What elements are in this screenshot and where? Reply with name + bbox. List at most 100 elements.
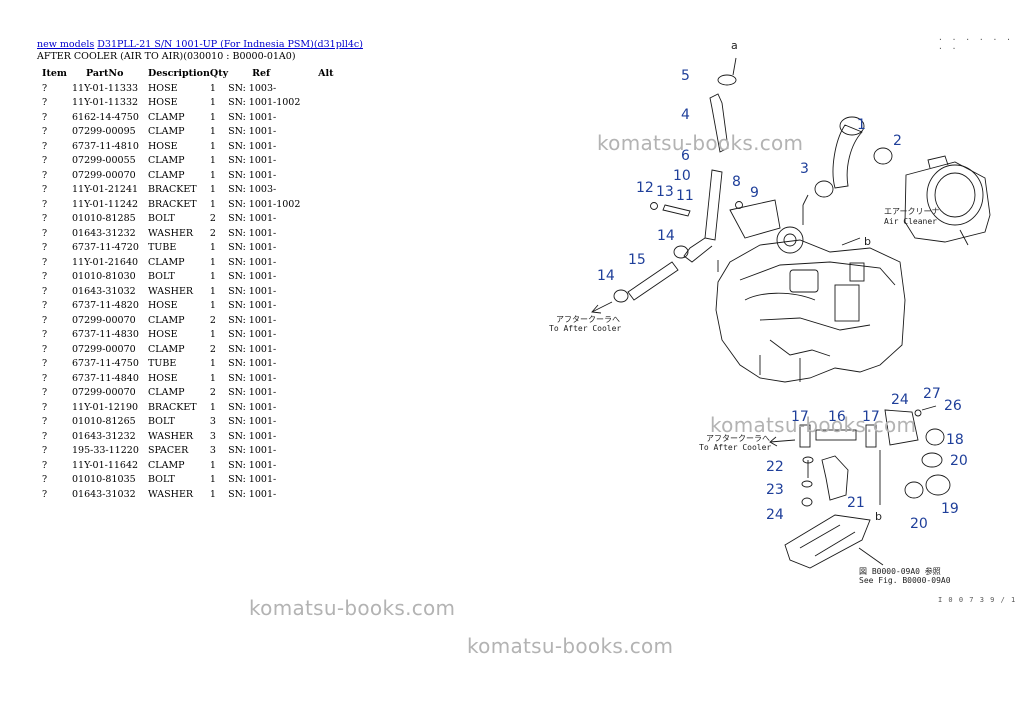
cell-item: ? [42, 459, 48, 471]
cell-description: BOLT [148, 416, 175, 428]
cell-qty: 1 [209, 300, 216, 312]
cell-alt [318, 328, 348, 343]
breadcrumb-link-new-models[interactable]: new models [37, 39, 95, 50]
cell-alt [318, 473, 348, 488]
breadcrumb-link-model[interactable]: D31PLL-21 S/N 1001-UP (For Indnesia PSM)… [97, 39, 363, 50]
callout-1: 1 [857, 117, 866, 133]
cell-alt [318, 342, 348, 357]
cell-item: ? [42, 256, 48, 268]
cell-item: ? [42, 169, 48, 181]
callout-11: 11 [676, 188, 694, 204]
cell-description: HOSE [148, 372, 178, 384]
cell-ref: SN: 1001- [228, 416, 277, 428]
cell-qty: 1 [209, 256, 216, 268]
cell-partno: 01643-31232 [72, 430, 136, 442]
cell-qty: 1 [209, 285, 216, 297]
cell-item: ? [42, 126, 48, 138]
callout-5: 5 [681, 68, 690, 84]
cell-qty: 1 [209, 401, 216, 413]
cell-description: CLAMP [148, 169, 185, 181]
cell-partno: 01010-81035 [72, 474, 136, 486]
letter-b-upper: b [864, 235, 871, 248]
cell-alt [318, 458, 348, 473]
watermark: komatsu-books.com [597, 131, 804, 155]
cell-qty: 2 [209, 314, 216, 326]
cell-ref: SN: 1001-1002 [228, 198, 301, 210]
cell-partno: 07299-00095 [72, 126, 136, 138]
callout-18: 18 [946, 432, 964, 448]
column-header-partno: PartNo [86, 67, 124, 79]
cell-qty: 1 [209, 488, 216, 500]
cell-description: HOSE [148, 97, 178, 109]
callout-16: 16 [828, 409, 846, 425]
cell-ref: SN: 1001- [228, 329, 277, 341]
cell-description: HOSE [148, 300, 178, 312]
cell-alt [318, 197, 348, 212]
callout-4: 4 [681, 107, 690, 123]
cell-alt [318, 400, 348, 415]
cell-description: WASHER [148, 488, 194, 500]
callout-15-lower: 14 [597, 268, 615, 284]
callout-27: 27 [923, 386, 941, 402]
cell-item: ? [42, 155, 48, 167]
cell-ref: SN: 1001- [228, 140, 277, 152]
cell-alt [318, 212, 348, 227]
cell-ref: SN: 1001- [228, 401, 277, 413]
callout-24: 24 [766, 507, 784, 523]
cell-ref: SN: 1001- [228, 430, 277, 442]
column-header-ref: Ref [252, 67, 271, 79]
cell-qty: 1 [209, 242, 216, 254]
cell-alt [318, 313, 348, 328]
cell-ref: SN: 1001- [228, 169, 277, 181]
cell-partno: 6737-11-4750 [72, 358, 139, 370]
cell-ref: SN: 1001- [228, 445, 277, 457]
cell-item: ? [42, 445, 48, 457]
column-header-alt: Alt [318, 67, 334, 79]
cell-description: HOSE [148, 82, 178, 94]
cell-item: ? [42, 198, 48, 210]
cell-partno: 11Y-01-21640 [72, 256, 139, 268]
cell-qty: 1 [209, 329, 216, 341]
cell-description: BOLT [148, 213, 175, 225]
cell-partno: 07299-00070 [72, 169, 136, 181]
parts-table: Item PartNo Description Qty Ref Alt ?11Y… [37, 65, 348, 502]
cell-partno: 6162-14-4750 [72, 111, 139, 123]
cell-item: ? [42, 488, 48, 500]
cell-item: ? [42, 227, 48, 239]
cell-description: BOLT [148, 474, 175, 486]
cell-description: BRACKET [148, 401, 197, 413]
cell-description: CLAMP [148, 459, 185, 471]
callout-14: 15 [628, 252, 646, 268]
cell-partno: 6737-11-4840 [72, 372, 139, 384]
cell-ref: SN: 1001- [228, 300, 277, 312]
letter-a: a [731, 39, 738, 52]
engine-drawing [715, 194, 906, 383]
cell-item: ? [42, 372, 48, 384]
cell-qty: 1 [209, 82, 216, 94]
cell-ref: SN: 1001- [228, 242, 277, 254]
callout-3: 3 [800, 161, 809, 177]
cell-description: BRACKET [148, 198, 197, 210]
cell-qty: 1 [209, 474, 216, 486]
cell-partno: 07299-00070 [72, 314, 136, 326]
cell-item: ? [42, 401, 48, 413]
cell-item: ? [42, 140, 48, 152]
cell-item: ? [42, 474, 48, 486]
air-cleaner-label-en: Air Cleaner [884, 217, 937, 226]
cell-qty: 2 [209, 387, 216, 399]
page-title: AFTER COOLER (AIR TO AIR)(030010 : B0000… [37, 51, 296, 62]
cell-partno: 11Y-01-12190 [72, 401, 139, 413]
cell-partno: 11Y-01-11332 [72, 97, 139, 109]
cell-alt [318, 429, 348, 444]
cell-description: TUBE [148, 358, 177, 370]
